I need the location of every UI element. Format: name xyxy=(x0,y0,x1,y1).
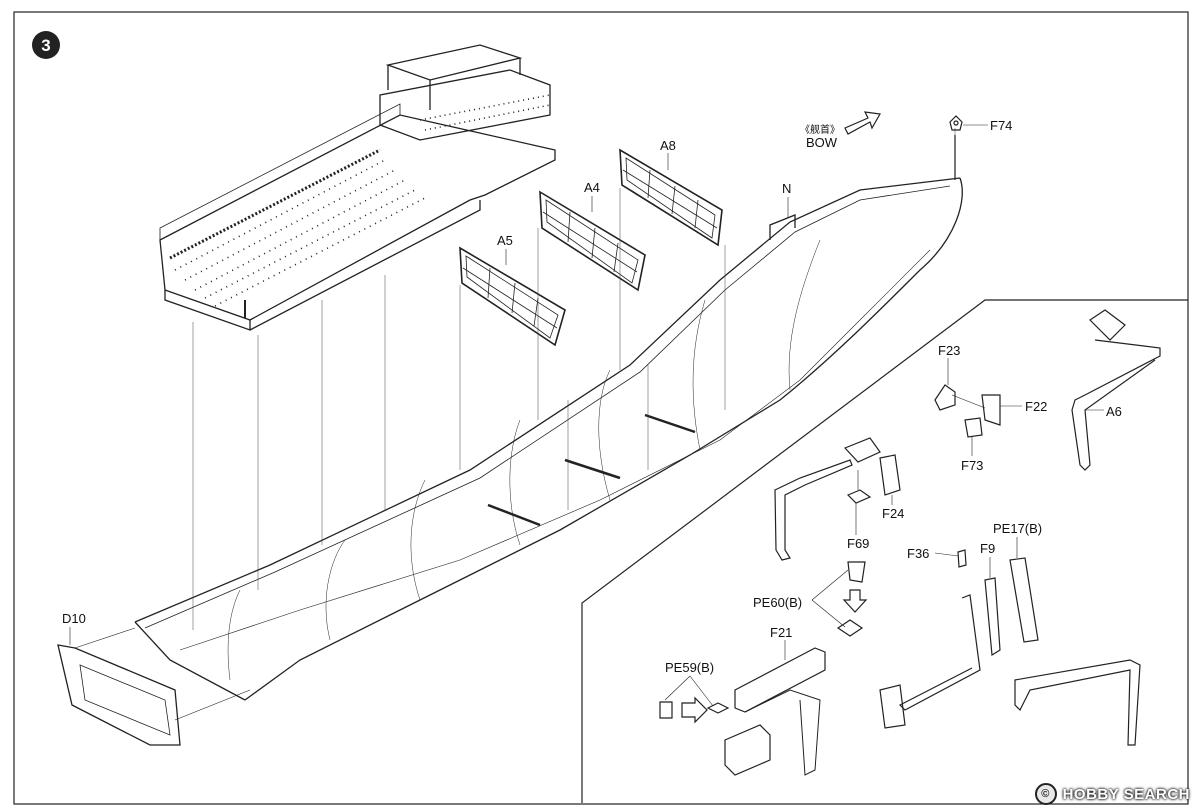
label-d10: D10 xyxy=(62,611,86,626)
hatch-cover-a5 xyxy=(459,246,566,347)
label-a8: A8 xyxy=(660,138,676,153)
label-f21: F21 xyxy=(770,625,792,640)
bow-arrow-icon xyxy=(844,111,881,135)
hatch-cover-a4 xyxy=(539,190,646,292)
stern-plate-d10 xyxy=(57,627,251,746)
label-f73: F73 xyxy=(961,458,983,473)
label-pe59b: PE59(B) xyxy=(665,660,714,675)
hatch-cover-a8 xyxy=(619,148,723,247)
part-f74 xyxy=(949,115,963,131)
leader-lines xyxy=(69,124,1104,707)
watermark: © HOBBY SEARCH xyxy=(1034,783,1190,805)
main-deck xyxy=(159,44,556,331)
bow-label-en: BOW xyxy=(806,135,838,150)
step-badge: 3 xyxy=(32,31,60,59)
label-f74: F74 xyxy=(990,118,1012,133)
label-pe17b: PE17(B) xyxy=(993,521,1042,536)
label-a5: A5 xyxy=(497,233,513,248)
label-f22: F22 xyxy=(1025,399,1047,414)
label-a4: A4 xyxy=(584,180,600,195)
svg-text:3: 3 xyxy=(41,36,50,55)
label-f9: F9 xyxy=(980,541,995,556)
label-f36: F36 xyxy=(907,546,929,561)
watermark-logo-icon: © xyxy=(1034,783,1057,805)
label-pe60b: PE60(B) xyxy=(753,595,802,610)
label-a6: A6 xyxy=(1106,404,1122,419)
watermark-text: HOBBY SEARCH xyxy=(1062,785,1190,803)
detail-inset-border xyxy=(581,299,1188,803)
label-n: N xyxy=(782,181,791,196)
alignment-guides xyxy=(192,128,956,630)
detail-parts xyxy=(659,309,1161,776)
bow-label-cn: 《舰首》 xyxy=(800,123,840,136)
label-f23: F23 xyxy=(938,343,960,358)
label-f69: F69 xyxy=(847,536,869,551)
label-f24: F24 xyxy=(882,506,904,521)
diagram-frame xyxy=(13,11,1189,805)
hull xyxy=(134,135,963,701)
